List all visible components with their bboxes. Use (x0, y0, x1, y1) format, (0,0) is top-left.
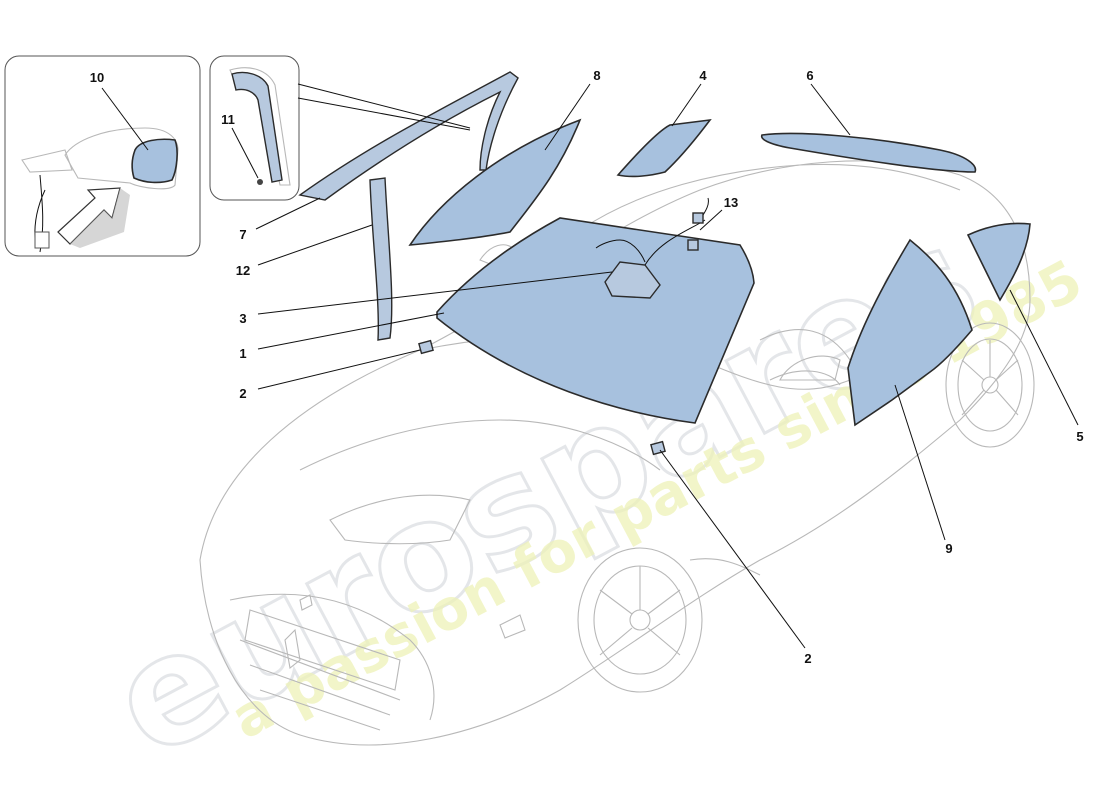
leader-lines (101, 83, 1079, 649)
inset-pillar (209, 55, 300, 201)
rain-sensor-part-13[interactable] (604, 261, 661, 299)
windscreen-part-1[interactable] (436, 217, 755, 424)
sensor-connector-a (692, 212, 704, 224)
callout-2-right[interactable]: 2 (804, 651, 811, 666)
door-glass-part-9[interactable] (847, 238, 973, 427)
parts (298, 71, 1031, 456)
sensor-connector-b (687, 239, 699, 251)
direction-arrow-shadow (70, 188, 130, 248)
callout-6[interactable]: 6 (806, 68, 813, 83)
rear-side-glass-part-5[interactable] (966, 222, 1031, 302)
callout-1[interactable]: 1 (239, 346, 246, 361)
callouts: 10 11 8 4 6 13 7 12 3 1 2 5 9 2 (90, 68, 1084, 666)
callout-2-left[interactable]: 2 (239, 386, 246, 401)
inset-mirror-frame (4, 55, 201, 257)
mirror-glass-part-10[interactable] (131, 138, 178, 184)
sensor-part-2a[interactable] (418, 339, 434, 355)
clip-part-11[interactable] (257, 179, 263, 185)
pillar-seal-part-12[interactable] (369, 177, 393, 341)
callout-12[interactable]: 12 (236, 263, 250, 278)
callout-7[interactable]: 7 (239, 227, 246, 242)
callout-4[interactable]: 4 (699, 68, 707, 83)
inset-mirror (4, 55, 201, 257)
callout-13[interactable]: 13 (724, 195, 738, 210)
callout-11[interactable]: 11 (221, 112, 235, 127)
pillar-detail (231, 71, 283, 183)
callout-9[interactable]: 9 (945, 541, 952, 556)
callout-8[interactable]: 8 (593, 68, 600, 83)
callout-3[interactable]: 3 (239, 311, 246, 326)
door-glass-part-8[interactable] (408, 118, 582, 246)
rear-screen-part-6[interactable] (760, 132, 977, 173)
callout-5[interactable]: 5 (1076, 429, 1083, 444)
mirror-connector (34, 231, 50, 249)
callout-10[interactable]: 10 (90, 70, 104, 85)
quarter-glass-part-4[interactable] (616, 118, 712, 178)
sensor-part-2b[interactable] (650, 440, 666, 456)
